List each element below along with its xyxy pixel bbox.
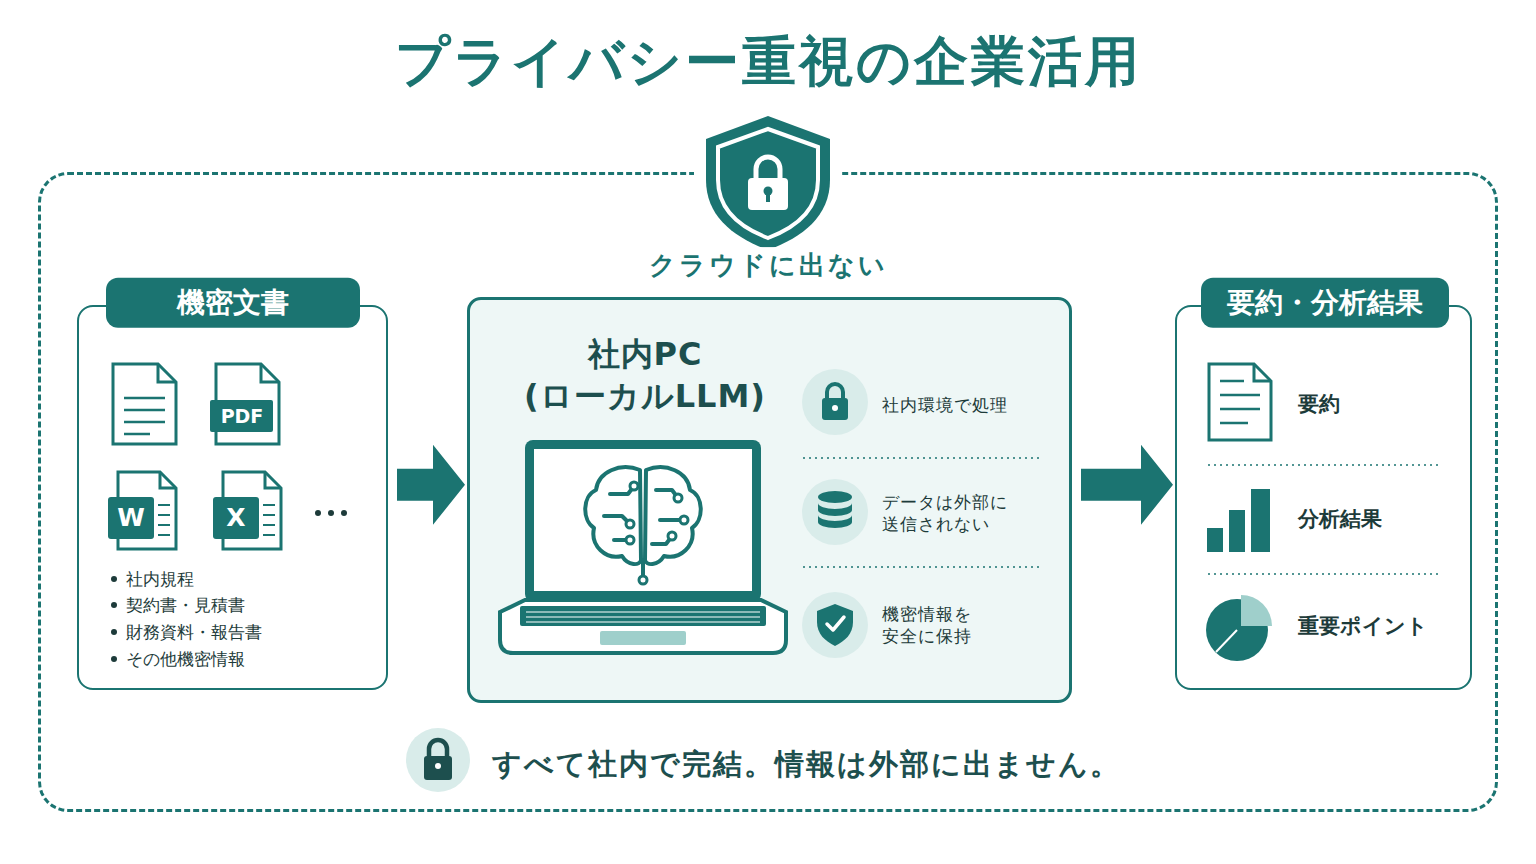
icon-circle xyxy=(435,763,441,769)
icon-circle xyxy=(802,369,868,435)
icon-circle xyxy=(630,482,638,490)
feature-text: 機密情報を 安全に保持 xyxy=(882,603,1042,647)
icon-path xyxy=(263,505,275,535)
icon-rect xyxy=(520,606,766,626)
list-item: 財務資料・報告書 xyxy=(126,620,262,642)
icon-rect xyxy=(1207,528,1223,552)
footer-note: すべて社内で完結。情報は外部に出ません。 xyxy=(492,746,1121,784)
icon-circle xyxy=(111,656,117,662)
feature-icons xyxy=(802,369,1040,658)
icon-rect xyxy=(1229,510,1245,552)
icon-rect xyxy=(525,440,761,602)
icon-path xyxy=(429,740,447,758)
boundary-heading: クラウドに出ない xyxy=(639,247,898,285)
document-icon xyxy=(113,364,176,444)
icon-circle xyxy=(674,494,682,502)
result-item: 要約 xyxy=(1298,391,1340,418)
icon-circle xyxy=(328,510,334,516)
file-type-label: X xyxy=(226,502,245,535)
icon-path xyxy=(1208,465,1438,574)
icon-rect xyxy=(766,192,770,202)
icon-path xyxy=(113,364,176,444)
file-type-label: PDF xyxy=(221,404,264,429)
icon-path xyxy=(526,612,760,622)
file-type-label: W xyxy=(117,502,145,535)
icon-path xyxy=(803,458,1040,567)
icon-rect xyxy=(822,398,848,420)
card-heading: 要約・分析結果 xyxy=(1201,277,1449,327)
icon-path xyxy=(1254,364,1271,381)
icon-ellipse xyxy=(818,491,852,503)
icon-path xyxy=(827,617,844,630)
icon-path xyxy=(756,157,780,180)
list-item: その他機密情報 xyxy=(126,647,245,669)
icon-rect xyxy=(213,497,259,539)
result-item: 分析結果 xyxy=(1298,506,1382,533)
icon-circle xyxy=(315,510,321,516)
list-item: 社内規程 xyxy=(126,567,194,589)
feature-text: データは外部に 送信されない xyxy=(882,491,1042,535)
icon-circle xyxy=(111,576,117,582)
box-heading: 社内PC (ローカルLLM) xyxy=(480,334,810,417)
word-icon xyxy=(108,472,176,549)
icon-path xyxy=(827,384,843,400)
icon-path xyxy=(1241,595,1272,626)
icon-path xyxy=(706,116,830,250)
icon-rect xyxy=(534,449,752,591)
icon-path xyxy=(1209,364,1271,440)
icon-circle xyxy=(832,405,838,411)
page-title: プライバシー重視の企業活用 xyxy=(395,27,1142,97)
icon-path xyxy=(158,505,170,535)
icon-rect xyxy=(600,631,686,645)
icon-path xyxy=(124,398,165,434)
icon-path xyxy=(817,604,853,646)
ellipsis-dots xyxy=(315,510,347,516)
flow-arrow xyxy=(397,445,465,525)
laptop-illustration xyxy=(500,440,786,653)
icon-path xyxy=(1216,630,1237,652)
icon-path xyxy=(1220,381,1260,423)
feature-text: 社内環境で処理 xyxy=(882,394,1008,416)
icon-path xyxy=(160,472,176,488)
icon-circle xyxy=(341,510,347,516)
icon-path xyxy=(718,129,818,238)
icon-circle xyxy=(111,629,117,635)
icon-path xyxy=(261,364,279,382)
icon-circle xyxy=(802,592,868,658)
icon-path xyxy=(818,503,852,516)
icon-rect xyxy=(108,497,154,539)
icon-circle xyxy=(668,532,676,540)
icon-g xyxy=(626,482,688,584)
bullet-dots xyxy=(111,576,117,662)
icon-path xyxy=(585,467,641,564)
icon-path xyxy=(158,364,176,382)
icon-path xyxy=(500,600,786,653)
icon-rect xyxy=(424,756,452,780)
excel-icon xyxy=(213,472,281,549)
icon-circle xyxy=(680,516,688,524)
icon-circle xyxy=(639,576,647,584)
bottom-lock-icon xyxy=(406,728,470,792)
icon-rect xyxy=(1251,489,1270,552)
result-icons xyxy=(1206,364,1438,661)
icon-path xyxy=(818,515,852,528)
card-heading: 機密文書 xyxy=(106,277,360,327)
list-item: 契約書・見積書 xyxy=(126,593,245,615)
icon-rect xyxy=(748,178,788,210)
icon-g xyxy=(585,467,701,578)
icon-circle xyxy=(406,728,470,792)
shield-icon xyxy=(694,116,842,250)
icon-circle xyxy=(111,602,117,608)
icon-circle xyxy=(626,536,634,544)
icon-path xyxy=(265,472,281,488)
flow-arrow xyxy=(1081,445,1173,525)
icon-circle xyxy=(802,479,868,545)
result-item: 重要ポイント xyxy=(1298,613,1428,640)
icon-rect xyxy=(210,400,273,432)
pdf-icon xyxy=(210,364,279,444)
icon-path xyxy=(645,467,701,564)
icon-circle xyxy=(626,520,634,528)
